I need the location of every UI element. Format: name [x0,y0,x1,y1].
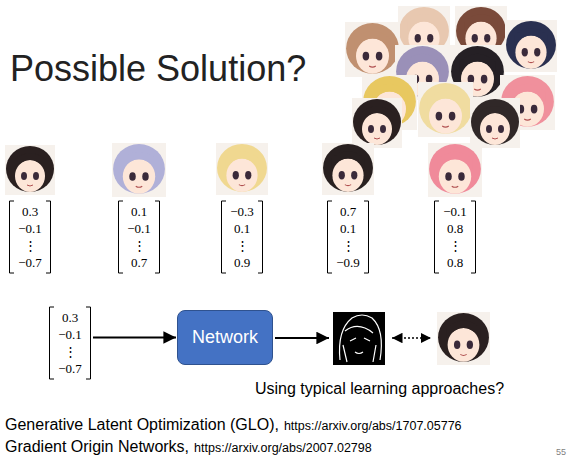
latent-vector: −0.10.8⋮0.8 [433,200,477,274]
sketch-ground [333,312,385,365]
latent-vector: 0.3−0.1⋮−0.7 [48,306,92,380]
right-bracket [155,201,160,273]
reference-name: Generative Latent Optimization (GLO), [5,416,279,434]
vector-entry: ⋮ [133,237,146,254]
anime-face [418,82,473,137]
reference-url: https://arxiv.org/abs/1707.05776 [284,419,462,433]
left-bracket [222,201,227,273]
connector-arrow [93,337,176,339]
vector-entry: ⋮ [24,237,37,254]
slide-title: Possible Solution? [10,48,306,90]
left-bracket [119,201,124,273]
anime-face [470,98,520,148]
anime-face [505,20,557,72]
vector-entry: −0.1 [127,220,151,237]
right-bracket [86,307,91,379]
right-bracket [258,201,263,273]
vector-entry: 0.8 [447,220,463,237]
vector-entry: −0.9 [336,254,360,271]
vector-entry: 0.9 [234,254,250,271]
vector-entry: −0.1 [18,220,42,237]
vector-entry: 0.8 [447,254,463,271]
left-bracket [50,307,55,379]
question-note: Using typical learning approaches? [255,380,504,398]
left-bracket [328,201,333,273]
left-bracket [10,201,15,273]
vector-entry: −0.1 [443,203,467,220]
anime-face [216,143,268,195]
network-box: Network [177,310,273,365]
vector-entry: ⋮ [64,343,77,360]
right-bracket [471,201,476,273]
vector-entry: −0.1 [58,326,82,343]
latent-vector: 0.3−0.1⋮−0.7 [8,200,52,274]
box-label: Network [192,327,258,348]
vector-entry: −0.7 [58,360,82,377]
anime-face [112,143,166,197]
anime-face [322,143,374,195]
vector-entry: 0.3 [22,203,38,220]
vector-entry: 0.7 [340,203,356,220]
target-face [437,312,490,365]
vector-entry: 0.1 [234,220,250,237]
vector-entry: 0.1 [131,203,147,220]
latent-vector: 0.1−0.1⋮0.7 [117,200,161,274]
anime-face [352,98,402,148]
vector-entry: ⋮ [236,237,249,254]
vector-entry: −0.3 [230,203,254,220]
output-arrow [275,337,329,339]
reference-name: Gradient Origin Networks, [5,438,189,456]
vector-entry: 0.3 [62,309,78,326]
anime-face [5,145,55,195]
page-number: 55 [556,447,566,457]
vector-entry: ⋮ [449,237,462,254]
compare-arrow [392,337,431,339]
right-bracket [364,201,369,273]
reference-url: https://arxiv.org/abs/2007.02798 [194,441,372,455]
generated-sketch [333,312,385,365]
vector-entry: 0.1 [340,220,356,237]
anime-face [428,143,482,197]
face-collage [345,6,557,148]
vector-entry: 0.7 [131,254,147,271]
sketch-lines [340,315,382,362]
left-bracket [435,201,440,273]
anime-face [345,22,400,77]
vector-entry: −0.7 [18,254,42,271]
latent-vector: 0.70.1⋮−0.9 [326,200,370,274]
latent-vector: −0.30.1⋮0.9 [220,200,264,274]
vector-entry: ⋮ [342,237,355,254]
right-bracket [46,201,51,273]
face-row [5,143,482,197]
